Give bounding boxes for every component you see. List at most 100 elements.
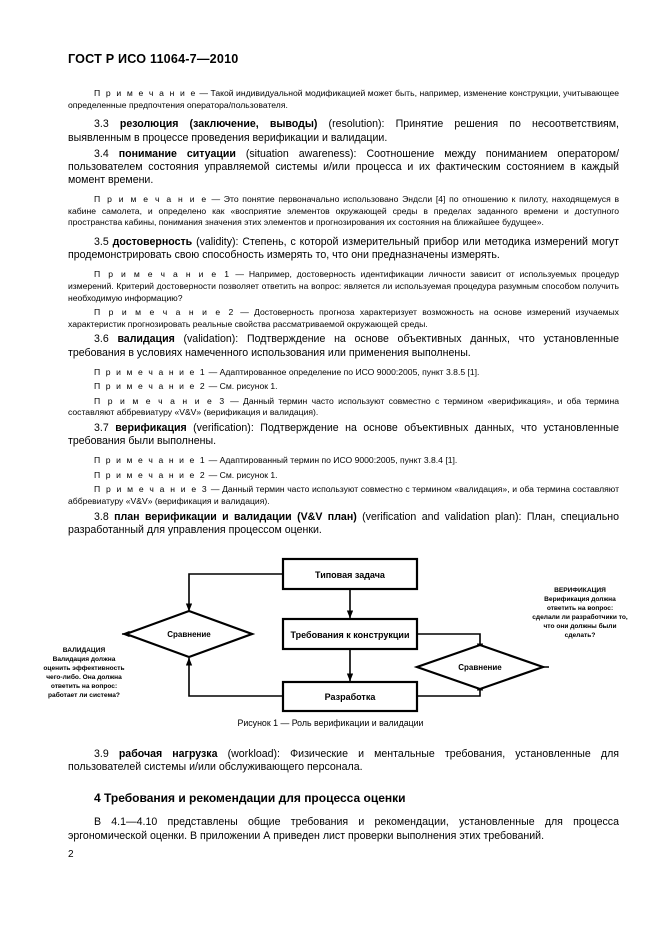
term-name: резолюция (заключение, выводы) <box>119 118 318 131</box>
term-number: 3.6 <box>94 333 109 346</box>
note-text: — Такой индивидуальной модификацией може… <box>68 88 620 110</box>
figure-1-caption: Рисунок 1 — Роль верификации и валидации <box>237 718 424 728</box>
figure-1: Типовая задача Требования к конструкции … <box>0 556 661 741</box>
node-requirements-label: Требования к конструкции <box>291 630 410 640</box>
section-4-paragraph: В 4.1—4.10 представлены общие требования… <box>68 816 619 842</box>
term-name: достоверность <box>112 236 193 248</box>
node-task-label: Типовая задача <box>315 570 386 580</box>
term-english: (verification and validation plan): <box>362 510 522 523</box>
note-label: П р и м е ч а н и е 1 <box>94 455 207 466</box>
note-text: — Адаптированный термин по ИСО 9000:2005… <box>206 455 458 466</box>
node-compare-right-label: Сравнение <box>458 663 502 672</box>
term-english: (resolution): <box>328 118 385 131</box>
term-number: 3.7 <box>94 421 109 434</box>
term-english: (validity): <box>196 236 239 248</box>
node-compare-right-diamond <box>413 643 547 691</box>
term-definition: План, специально разработанный для управ… <box>68 510 619 537</box>
annotation-validation-line5: работает ли система? <box>48 691 120 699</box>
node-development-label: Разработка <box>325 692 377 702</box>
note-text: — См. рисунок 1. <box>206 469 278 480</box>
node-development-box <box>281 680 419 713</box>
term-name: план верификации и валидации (V&V план) <box>114 510 357 523</box>
term-name: понимание ситуации <box>118 147 236 160</box>
annotation-verification: ВЕРИФИКАЦИЯ Верификация должна ответить … <box>532 587 628 639</box>
node-task-box <box>281 557 419 591</box>
note-3-2: П р и м е ч а н и е — Такой индивидуальн… <box>68 88 619 111</box>
term-name: валидация <box>117 333 175 346</box>
term-3-4: 3.4 понимание ситуации (situation awaren… <box>68 148 619 188</box>
note-label: П р и м е ч а н и е 2 <box>94 469 207 480</box>
edge-task-to-compare-left <box>185 573 283 612</box>
figure-nodes: Типовая задача Требования к конструкции … <box>122 557 547 713</box>
document-body-lower: 3.9 рабочая нагрузка (workload): Физичес… <box>68 748 619 846</box>
note-3-5-1: П р и м е ч а н и е 1 — Например, достов… <box>68 269 619 304</box>
note-3-6-2: П р и м е ч а н и е 2 — См. рисунок 1. <box>68 381 619 393</box>
note-label: П р и м е ч а н и е 1 <box>94 269 231 280</box>
node-compare-left-label: Сравнение <box>167 630 211 639</box>
term-3-3: 3.3 резолюция (заключение, выводы) (reso… <box>68 118 619 145</box>
note-3-6-1: П р и м е ч а н и е 1 — Адаптированное о… <box>68 367 619 379</box>
term-definition: Соотношение между пониманием оператором/… <box>68 147 620 187</box>
term-number: 3.5 <box>94 236 109 248</box>
annotation-verification-line3: сделали ли разработчики то, <box>532 613 628 621</box>
note-text: — Например, достоверность идентификации … <box>68 269 619 303</box>
note-label: П р и м е ч а н и е 2 <box>94 307 235 318</box>
section-4-heading: 4 Требования и рекомендации для процесса… <box>94 791 406 806</box>
note-3-7-2: П р и м е ч а н и е 2 — См. рисунок 1. <box>68 470 619 482</box>
note-text: — Данный термин часто используют совмест… <box>68 395 619 418</box>
term-definition: Подтверждение на основе объективных данн… <box>68 333 619 359</box>
annotation-verification-line1: Верификация должна <box>544 596 616 603</box>
annotation-verification-line2: ответить на вопрос: <box>547 605 613 612</box>
note-text: — Достоверность прогноза характеризует в… <box>68 307 619 329</box>
page-number: 2 <box>68 849 74 860</box>
term-name: верификация <box>115 421 187 434</box>
annotation-verification-line4: что они должны были <box>543 622 616 630</box>
term-definition: Физические и ментальные требования, уста… <box>68 748 619 774</box>
annotation-validation-line4: ответить на вопрос: <box>51 683 117 690</box>
term-3-7: 3.7 верификация (verification): Подтверж… <box>68 422 619 449</box>
term-number: 3.3 <box>94 118 109 131</box>
node-requirements-box <box>281 617 419 651</box>
term-english: (workload): <box>227 748 280 760</box>
term-definition: Подтверждение на основе объективных данн… <box>68 421 619 448</box>
note-text: — См. рисунок 1. <box>206 381 278 392</box>
annotation-verification-title: ВЕРИФИКАЦИЯ <box>554 587 606 594</box>
term-3-8: 3.8 план верификации и валидации (V&V пл… <box>68 511 619 538</box>
annotation-verification-line5: сделать? <box>565 632 596 639</box>
annotation-validation-line3: чего-либо. Она должна <box>46 673 122 681</box>
document-body: П р и м е ч а н и е — Такой индивидуальн… <box>68 88 619 540</box>
term-definition: Степень, с которой измерительный прибор … <box>68 236 619 262</box>
note-3-7-3: П р и м е ч а н и е 3 — Данный термин ча… <box>68 484 619 507</box>
term-3-5: 3.5 достоверность (validity): Степень, с… <box>68 236 619 263</box>
note-label: П р и м е ч а н и е <box>94 194 208 205</box>
note-3-5-2: П р и м е ч а н и е 2 — Достоверность пр… <box>68 307 619 330</box>
term-english: (validation): <box>183 333 239 346</box>
note-label: П р и м е ч а н и е 3 <box>94 484 209 495</box>
term-number: 3.8 <box>94 510 109 523</box>
term-english: (verification): <box>193 421 254 434</box>
annotation-validation-title: ВАЛИДАЦИЯ <box>63 647 106 654</box>
note-label: П р и м е ч а н и е 2 <box>94 381 207 392</box>
term-definition: Принятие решения по несоответствиям, выя… <box>68 118 619 144</box>
term-3-9: 3.9 рабочая нагрузка (workload): Физичес… <box>68 748 619 775</box>
note-text: — Данный термин часто используют совмест… <box>68 484 619 507</box>
term-name: рабочая нагрузка <box>118 748 218 760</box>
edge-development-to-compare-left <box>185 657 283 697</box>
note-3-7-1: П р и м е ч а н и е 1 — Адаптированный т… <box>68 455 619 467</box>
term-number: 3.4 <box>94 147 109 160</box>
document-header: ГОСТ Р ИСО 11064-7—2010 <box>68 52 239 66</box>
note-3-4: П р и м е ч а н и е — Это понятие первон… <box>68 194 619 229</box>
note-label: П р и м е ч а н и е 1 <box>94 366 207 377</box>
note-text: — Это понятие первоначально использовано… <box>68 194 620 228</box>
annotation-validation-line2: оценить эффективность <box>43 665 124 672</box>
figure-1-svg: Типовая задача Требования к конструкции … <box>43 557 628 713</box>
node-compare-left-diamond <box>122 609 256 659</box>
term-number: 3.9 <box>94 748 109 760</box>
term-english: (situation awareness): <box>245 147 357 160</box>
note-3-6-3: П р и м е ч а н и е 3 — Данный термин ча… <box>68 396 619 419</box>
note-label: П р и м е ч а н и е <box>94 88 197 98</box>
note-label: П р и м е ч а н и е 3 <box>94 395 226 406</box>
annotation-validation-line1: Валидация должна <box>53 656 116 663</box>
annotation-validation: ВАЛИДАЦИЯ Валидация должна оценить эффек… <box>43 647 124 699</box>
